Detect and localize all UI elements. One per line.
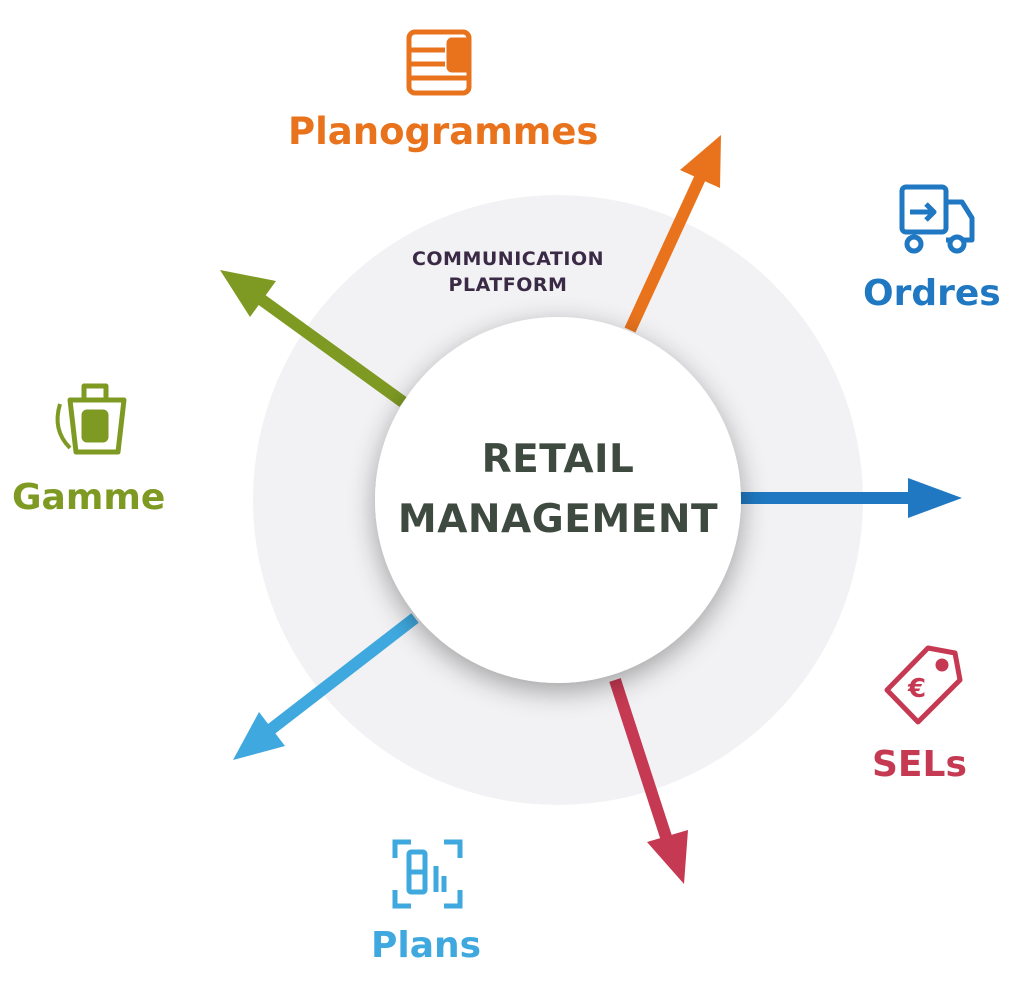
planogram-icon [406, 29, 472, 96]
label-sels: SELs [872, 744, 967, 785]
label-plans: Plans [371, 925, 482, 966]
center-label-line1: RETAIL [481, 437, 635, 482]
arrow-planogrammes [624, 135, 721, 333]
svg-text:€: € [907, 674, 926, 704]
center-label: RETAIL MANAGEMENT [378, 430, 738, 550]
shopping-bag-icon [55, 383, 127, 455]
ring-label-line1: COMMUNICATION [411, 248, 605, 270]
ring-label: COMMUNICATION PLATFORM [358, 246, 658, 298]
label-ordres: Ordres [863, 273, 1001, 314]
floor-plan-icon [392, 839, 463, 909]
arrow-plans [233, 613, 419, 760]
center-circle [375, 317, 741, 683]
ring-label-line2: PLATFORM [448, 274, 568, 296]
truck-icon [899, 184, 975, 254]
label-planogrammes: Planogrammes [288, 110, 599, 153]
arrow-ordres [740, 478, 962, 518]
label-gamme: Gamme [12, 477, 166, 518]
center-label-line2: MANAGEMENT [397, 497, 719, 542]
euro-tag-icon: € [884, 645, 963, 725]
arrow-gamme [220, 270, 407, 407]
arrow-sels [609, 678, 688, 884]
